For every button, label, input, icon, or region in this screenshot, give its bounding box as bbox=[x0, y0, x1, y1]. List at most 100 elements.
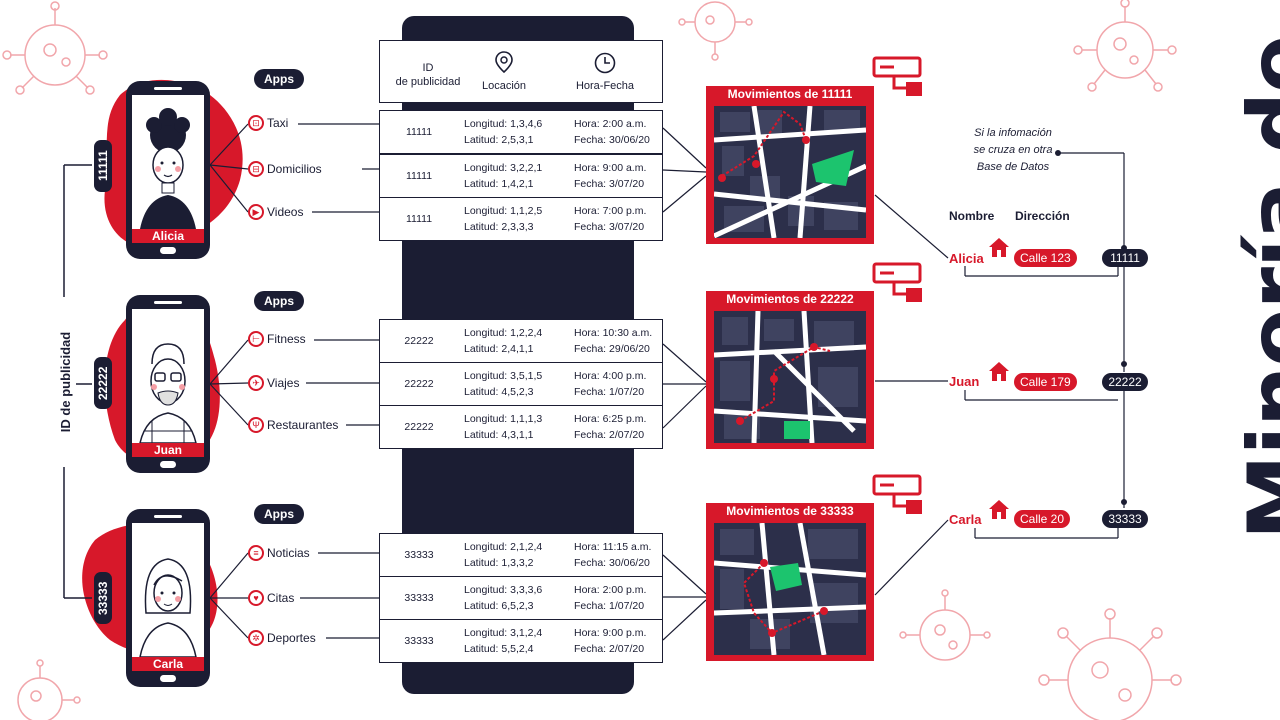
map-image bbox=[714, 311, 866, 443]
cctv-camera-icon bbox=[872, 262, 922, 302]
id-pill-alicia: 11111 bbox=[1102, 249, 1148, 267]
column-name-header: Nombre bbox=[949, 209, 995, 223]
avatar-alicia bbox=[140, 108, 196, 229]
restaurant-icon: Ψ bbox=[248, 417, 264, 433]
app-label: Taxi bbox=[267, 116, 289, 130]
map-title: Movimientos de 22222 bbox=[726, 292, 854, 306]
app-viajes: ✈Viajes bbox=[248, 375, 299, 391]
delivery-icon: ⊟ bbox=[248, 161, 264, 177]
app-deportes: ✲Deportes bbox=[248, 630, 316, 646]
resolved-name-alicia: Alicia bbox=[949, 251, 984, 266]
resolved-name-juan: Juan bbox=[949, 374, 980, 389]
virus-decoration-bottom-right bbox=[899, 589, 1182, 720]
row-time: Hora: 9:00 p.m.Fecha: 2/07/20 bbox=[574, 627, 647, 655]
house-icon bbox=[989, 238, 1009, 257]
fitness-icon: ⊢ bbox=[248, 331, 264, 347]
user-name-label: Alicia bbox=[132, 229, 204, 243]
virus-decoration-bottom-left bbox=[17, 659, 81, 720]
row-time: Hora: 10:30 a.m.Fecha: 29/06/20 bbox=[574, 327, 653, 355]
taxi-icon: ⊡ bbox=[248, 115, 264, 131]
row-time: Hora: 2:00 a.m.Fecha: 30/06/20 bbox=[574, 118, 650, 146]
row-id: 22222 bbox=[404, 335, 434, 347]
row-time: Hora: 2:00 p.m.Fecha: 1/07/20 bbox=[574, 584, 647, 612]
news-icon: ≡ bbox=[248, 545, 264, 561]
main-title: Minería de Datos bbox=[1230, 0, 1280, 540]
address-badge-carla: Calle 20 bbox=[1014, 510, 1071, 528]
header-location: Locación bbox=[481, 80, 527, 92]
id-publicidad-side-label: ID de publicidad bbox=[58, 297, 76, 467]
phone-home-button bbox=[160, 461, 176, 468]
app-taxi: ⊡Taxi bbox=[248, 115, 288, 131]
app-label: Fitness bbox=[267, 332, 306, 346]
phone-home-button bbox=[160, 247, 176, 254]
id-tag-carla: 33333 bbox=[94, 572, 112, 624]
virus-decoration-top-mid bbox=[678, 1, 753, 61]
row-time: Hora: 7:00 p.m.Fecha: 3/07/20 bbox=[574, 205, 647, 233]
user-name-label: Juan bbox=[132, 443, 204, 457]
id-pill-carla: 33333 bbox=[1102, 510, 1148, 528]
sports-icon: ✲ bbox=[248, 630, 264, 646]
phone-speaker bbox=[154, 87, 182, 90]
clock-icon bbox=[594, 52, 616, 74]
app-label: Restaurantes bbox=[267, 418, 339, 432]
plane-icon: ✈ bbox=[248, 375, 264, 391]
app-connectors bbox=[209, 123, 1125, 641]
app-fitness: ⊢Fitness bbox=[248, 331, 306, 347]
id-pill-juan: 22222 bbox=[1102, 373, 1148, 391]
app-label: Viajes bbox=[267, 376, 300, 390]
map-title: Movimientos de 33333 bbox=[726, 504, 854, 518]
apps-title-alicia: Apps bbox=[254, 69, 304, 89]
app-domicilios: ⊟Domicilios bbox=[248, 161, 322, 177]
resolved-name-carla: Carla bbox=[949, 512, 982, 527]
table-header: ID de publicidad Locación Hora-Fecha bbox=[379, 40, 663, 103]
app-label: Domicilios bbox=[267, 162, 322, 176]
virus-decoration-top-right bbox=[1073, 0, 1177, 92]
app-label: Deportes bbox=[267, 631, 316, 645]
row-id: 22222 bbox=[404, 421, 434, 433]
phone-alicia: Alicia bbox=[126, 81, 210, 259]
row-time: Hora: 6:25 p.m.Fecha: 2/07/20 bbox=[574, 413, 647, 441]
id-tag-alicia: 11111 bbox=[94, 140, 112, 192]
row-time: Hora: 4:00 p.m.Fecha: 1/07/20 bbox=[574, 370, 647, 398]
app-label: Citas bbox=[267, 591, 295, 605]
map-title: Movimientos de 11111 bbox=[727, 87, 853, 101]
phone-screen: Alicia bbox=[132, 95, 204, 243]
id-tag-juan: 22222 bbox=[94, 357, 112, 409]
avatar-juan bbox=[139, 343, 197, 444]
phone-home-button bbox=[160, 675, 176, 682]
header-id: ID de publicidad bbox=[395, 62, 461, 88]
header-time: Hora-Fecha bbox=[575, 80, 635, 92]
phone-carla: Carla bbox=[126, 509, 210, 687]
video-icon: ▶ bbox=[248, 204, 264, 220]
virus-decoration-top-left bbox=[2, 1, 108, 95]
phone-screen: Juan bbox=[132, 309, 204, 457]
address-badge-alicia: Calle 123 bbox=[1014, 249, 1077, 267]
house-icon bbox=[989, 500, 1009, 519]
map-card-alicia: Movimientos de 11111 bbox=[706, 86, 874, 244]
row-id: 11111 bbox=[405, 170, 433, 182]
phone-speaker bbox=[154, 515, 182, 518]
app-label: Videos bbox=[267, 205, 304, 219]
heart-icon: ♥ bbox=[248, 590, 264, 606]
row-time: Hora: 11:15 a.m.Fecha: 30/06/20 bbox=[574, 541, 652, 569]
map-card-juan: Movimientos de 22222 bbox=[706, 291, 874, 449]
row-id: 33333 bbox=[404, 592, 434, 604]
app-noticias: ≡Noticias bbox=[248, 545, 310, 561]
avatar-carla bbox=[139, 558, 197, 658]
app-label: Noticias bbox=[267, 546, 310, 560]
